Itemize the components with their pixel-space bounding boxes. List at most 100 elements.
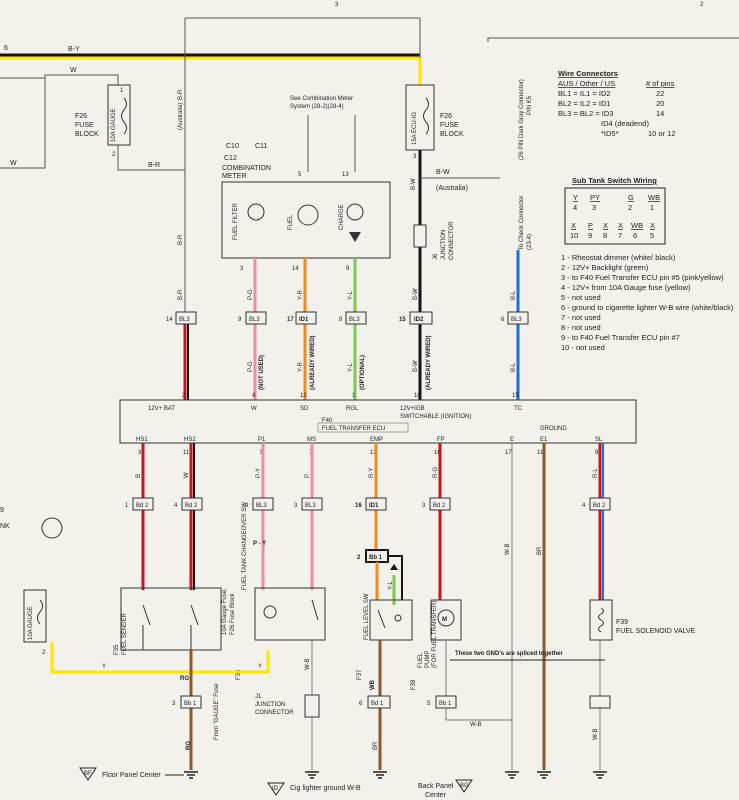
svg-text:9: 9 [595,450,599,456]
svg-text:Bd 1: Bd 1 [371,701,384,707]
svg-text:6: 6 [633,231,637,240]
meter-pin14: 14 [292,266,299,272]
svg-text:12V+IGB: 12V+IGB [400,406,425,412]
meter-pin13: 13 [342,172,349,178]
wire-check-top [487,37,739,42]
left-circle-icon [41,517,63,539]
solenoid-coil-icon [598,607,604,633]
svg-text:18: 18 [537,450,544,456]
svg-text:14: 14 [656,109,664,118]
svg-text:E: E [510,437,514,443]
top-wire-label-3: Y-L [348,291,354,300]
svg-text:10: 10 [570,231,578,240]
svg-text:SL: SL [595,437,603,443]
meter-ref-1: See Combination Meter [290,96,353,102]
wire-yl-2: Y-L [348,363,354,372]
wire-connectors-legend: Wire Connectors AUS / Other / US # of pi… [558,69,676,138]
svg-text:RGL: RGL [346,406,359,412]
fuse-right-name: F26 [440,113,452,120]
wire-label-br2: BR [373,741,379,750]
svg-text:7 - not used: 7 - not used [561,313,601,322]
top-wire-label-2: Y-R [298,290,304,300]
wire-label-w: W [70,67,77,74]
svg-text:W-B: W-B [505,543,511,555]
svg-text:4 - 12V+ from 10A Gauge fuse (: 4 - 12V+ from 10A Gauge fuse (yellow) [561,283,691,292]
wire-label-br: B-R [148,162,160,169]
svg-text:Bd 2: Bd 2 [433,503,446,509]
j1-line2: JUNCTION [255,702,285,708]
j6-line2: JUNCTION [441,230,447,260]
conn-solenoid-lower [589,695,611,709]
svg-text:TC: TC [514,406,523,412]
ecu-ground: GROUND [540,426,567,432]
wire-label-rg2: RG [186,741,192,750]
fuse-left-name: F26 [75,113,87,120]
changeover-switch [311,599,319,621]
conn-top-1: BL3 9 [238,311,267,325]
fuse-right-line1: FUSE [440,122,459,129]
meter-pin9: 9 [346,266,350,272]
wire-br-h [117,145,185,171]
fuse-left-element [121,97,127,135]
gauge-fuse-label: 10A GAUGE [28,606,34,640]
ecu-name: F40 [322,418,333,424]
fuse-right-line2: BLOCK [440,131,464,138]
level-sw-id: F37 [357,669,363,680]
svg-text:1: 1 [650,203,654,212]
conn-top-3: BL3 8 [339,311,367,325]
sender-id: F35 [114,644,120,655]
j1-line3: CONNECTOR [255,710,294,716]
svg-text:6: 6 [359,701,363,707]
level-sw-name: FUEL LEVEL SW [364,593,370,640]
svg-text:ID1: ID1 [299,317,309,323]
arrow-up-icon [390,564,398,570]
svg-text:10 - not used: 10 - not used [561,343,605,352]
ecu-bottom-pins: HS1 3 HS2 11 P1 5 MS 7 EMP 13 FP 16 E 17… [136,437,603,456]
gnd-bf-icon [79,767,97,781]
wire-label-australia: (Australia) [436,185,468,192]
svg-text:15: 15 [512,393,519,399]
conn-top-4: ID2 15 [399,311,433,325]
svg-text:9: 9 [588,231,592,240]
gnd-bf: BF [84,771,92,777]
changeover-box [254,587,326,641]
solenoid-name: FUEL SOLENOID VALVE [616,628,696,635]
svg-text:6: 6 [501,317,505,323]
svg-text:Sub Tank Switch Wiring: Sub Tank Switch Wiring [572,176,657,185]
j6-box [413,224,427,248]
pump-m: M [442,617,447,623]
charge-diode-icon [349,232,361,242]
wire-br-label2: B-R [178,89,184,100]
svg-text:2: 2 [182,393,186,399]
ground-symbols [184,771,607,779]
conn-mid-1: Bd 2 4 [174,497,203,511]
left-edge-w: W [10,160,17,167]
wire-br-label3: B-R [178,234,184,245]
svg-text:X: X [618,221,623,230]
svg-text:Bd 2: Bd 2 [593,503,606,509]
wire-splice-black [388,555,403,600]
svg-text:BL3: BL3 [349,317,360,323]
wire-w [0,74,119,85]
bottom-wire-labels: B W P-Y P R-Y R-G W-B BR R-L [136,467,599,555]
meter-g3: CHARGE [339,204,345,230]
pump-id: F38 [411,679,417,690]
svg-text:FP: FP [437,437,445,443]
svg-text:BL3: BL3 [256,503,267,509]
ecu-box [119,399,637,444]
pump-name2: PUMP [425,651,431,668]
sender-switch2 [190,604,199,626]
gnd-cig: Cig lighter ground W-B [290,785,361,792]
svg-text:X: X [650,221,655,230]
svg-text:BL2 = IL2 = ID1: BL2 = IL2 = ID1 [558,99,611,108]
wire-label-by: B-Y [68,46,80,53]
gauge-charge-icon [346,203,364,221]
left-edge-9: 9 [0,507,4,514]
conn-top-0: BL3 14 [166,311,197,325]
check-line4: PIN K5 [527,95,533,115]
gnd-center: Center [425,792,447,799]
svg-text:17: 17 [287,317,294,323]
sender-name: FUEL SENDER [122,613,128,655]
top-wire-label-4: B-W [413,288,419,300]
level-sw-contact [394,614,402,622]
